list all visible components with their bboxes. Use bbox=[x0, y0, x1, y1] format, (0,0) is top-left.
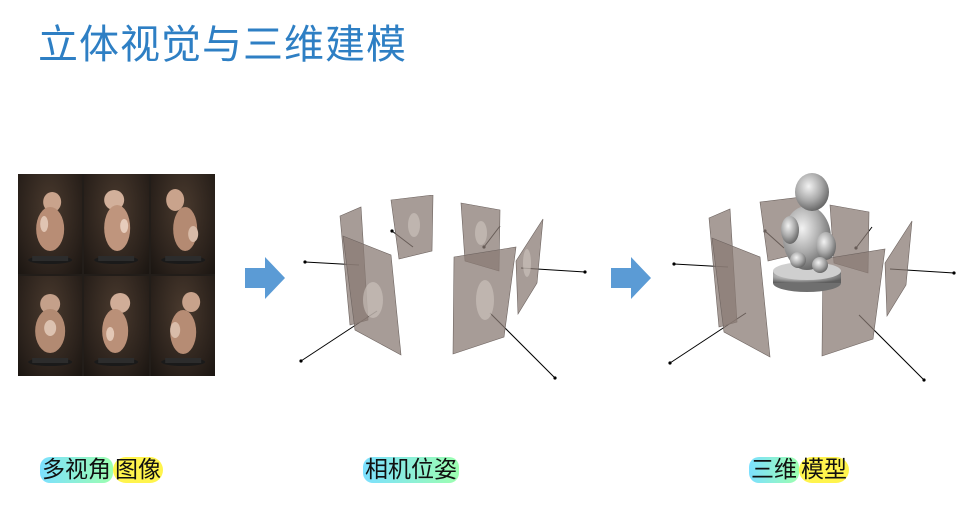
view-image-5 bbox=[84, 276, 149, 376]
right-arrow-icon bbox=[245, 257, 285, 299]
multi-view-image-grid bbox=[18, 174, 215, 376]
view-image-2 bbox=[84, 174, 149, 274]
right-arrow-icon bbox=[611, 257, 651, 299]
label-3d: 三维 bbox=[749, 457, 799, 483]
label-multi-view: 多视角 bbox=[40, 457, 113, 483]
view-image-6 bbox=[150, 276, 215, 376]
3d-model-illustration bbox=[662, 168, 962, 390]
label-model: 模型 bbox=[799, 457, 849, 483]
view-image-4 bbox=[18, 276, 83, 376]
camera-pose-illustration bbox=[295, 195, 595, 390]
view-image-1 bbox=[18, 174, 83, 274]
label-camera-pose: 相机位姿 bbox=[363, 450, 459, 484]
slide-title: 立体视觉与三维建模 bbox=[38, 22, 407, 68]
view-image-3 bbox=[150, 174, 215, 274]
label-multi-view-images: 多视角图像 bbox=[40, 450, 163, 484]
label-3d-model: 三维模型 bbox=[749, 450, 849, 484]
label-camera-pose-text: 相机位姿 bbox=[363, 457, 459, 483]
label-images: 图像 bbox=[113, 457, 163, 483]
statue-model bbox=[773, 173, 841, 292]
